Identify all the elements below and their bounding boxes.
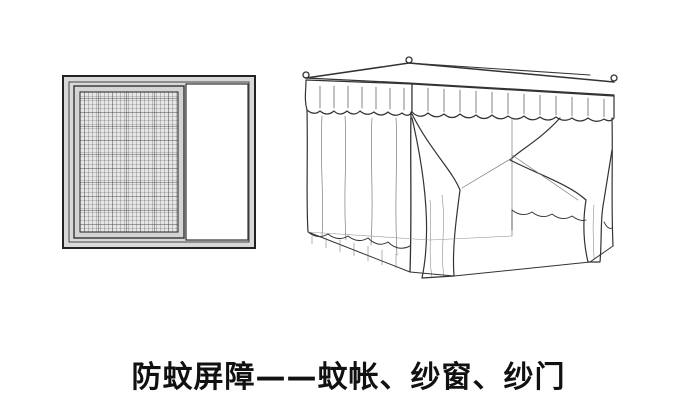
illustration	[62, 56, 618, 279]
screen-mesh-pane	[73, 85, 185, 239]
mosquito-net-bed	[302, 56, 618, 279]
screen-window	[62, 75, 256, 249]
caption-title: 防蚊屏障——蚊帐、纱窗、纱门	[131, 360, 566, 395]
